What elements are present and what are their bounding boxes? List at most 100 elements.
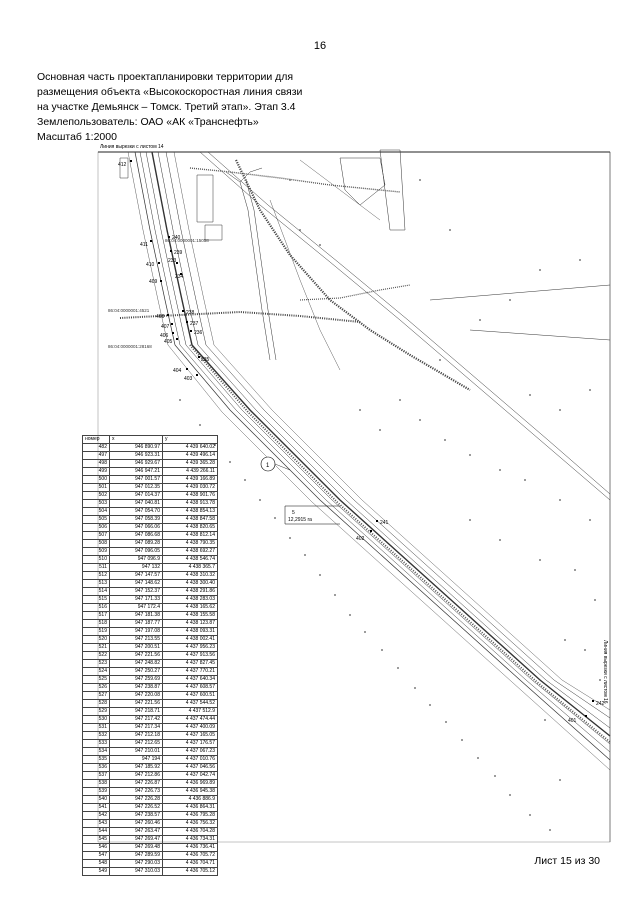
cell-number: 549 [82, 867, 110, 876]
cell-number: 532 [82, 731, 110, 740]
parcel-label-1: 86:04:0000001:15058 [165, 238, 209, 243]
cell-number: 520 [82, 635, 110, 644]
cell-x: 947 040.81 [109, 499, 163, 508]
cell-number: 525 [82, 675, 110, 684]
building-outlines [119, 149, 406, 241]
cell-number: 514 [82, 587, 110, 596]
column-header-x: x [109, 435, 163, 444]
cell-y: 4 438 123.87 [162, 619, 218, 628]
cell-y: 4 436 736.41 [162, 843, 218, 852]
point-241: 241 [380, 520, 389, 526]
cell-x: 947 259.69 [109, 675, 163, 684]
cell-number: 545 [82, 835, 110, 844]
cell-x: 947 226.52 [109, 803, 163, 812]
pipeline-hatched [235, 159, 471, 391]
cell-x: 947 148.62 [109, 579, 163, 588]
cell-y: 4 436 795.28 [162, 811, 218, 820]
cell-x: 947 012.35 [109, 483, 163, 492]
cell-x: 947 220.08 [109, 691, 163, 700]
cell-y: 4 436 705.12 [162, 867, 218, 876]
cell-y: 4 437 042.74 [162, 771, 218, 780]
cell-number: 517 [82, 611, 110, 620]
cell-x: 947 001.57 [109, 475, 163, 484]
cell-y: 4 438 002.41 [162, 635, 218, 644]
point-238: 238 [186, 310, 195, 316]
column-header-number: номер [82, 435, 110, 444]
cell-number: 498 [82, 459, 110, 468]
cell-x: 947 089.28 [109, 539, 163, 548]
cell-x: 947 172.4 [109, 603, 163, 612]
cell-number: 510 [82, 555, 110, 564]
point-237: 237 [190, 321, 199, 327]
cell-y: 4 439 640.02 [162, 443, 218, 452]
point-412: 412 [118, 162, 127, 168]
cell-y: 4 438 913.78 [162, 499, 218, 508]
cell-y: 4 436 704.71 [162, 859, 218, 868]
cell-number: 544 [82, 827, 110, 836]
cell-x: 947 218.71 [109, 707, 163, 716]
point-242: 242 [596, 701, 605, 707]
cell-y: 4 437 640.34 [162, 675, 218, 684]
side-caption: Линия вырезки с листом 16 [602, 640, 608, 704]
cell-x: 947 238.87 [109, 683, 163, 692]
cell-x: 947 260.46 [109, 819, 163, 828]
cell-number: 497 [82, 451, 110, 460]
cell-y: 4 437 010.76 [162, 755, 218, 764]
cell-x: 947 054.70 [109, 507, 163, 516]
cell-number: 501 [82, 483, 110, 492]
cell-x: 946 890.97 [109, 443, 163, 452]
cell-x: 947 213.55 [109, 635, 163, 644]
cell-number: 526 [82, 683, 110, 692]
cell-number: 505 [82, 515, 110, 524]
cell-y: 4 437 474.44 [162, 715, 218, 724]
cell-y: 4 437 544.52 [162, 699, 218, 708]
table-header-row: номер x y [82, 435, 218, 444]
upper-hatched-line [189, 167, 401, 193]
cell-number: 513 [82, 579, 110, 588]
cell-x: 947 226.87 [109, 779, 163, 788]
cell-number: 516 [82, 603, 110, 612]
cell-y: 4 437 512.9 [162, 707, 218, 716]
point-409: 409 [149, 279, 158, 285]
cell-number: 522 [82, 651, 110, 660]
cell-y: 4 438 692.27 [162, 547, 218, 556]
parcel-label-2: 86:04:0000001:4521 [108, 308, 150, 313]
cell-x: 947 171.33 [109, 595, 163, 604]
point-401: 401 [568, 718, 577, 724]
cell-x: 947 147.57 [109, 571, 163, 580]
boundary-points: 412 411 410 409 408 407 406 405 404 403 … [118, 160, 605, 724]
cell-x: 947 066.06 [109, 523, 163, 532]
cell-number: 537 [82, 771, 110, 780]
cell-x: 947 250.27 [109, 667, 163, 676]
cell-y: 4 437 956.23 [162, 643, 218, 652]
cell-number: 511 [82, 563, 110, 572]
callout-circle-label: 1 [266, 463, 270, 469]
cell-y: 4 439 030.72 [162, 483, 218, 492]
cell-number: 506 [82, 523, 110, 532]
cell-x: 947 194 [109, 755, 163, 764]
cell-y: 4 439 266.11 [162, 467, 218, 476]
